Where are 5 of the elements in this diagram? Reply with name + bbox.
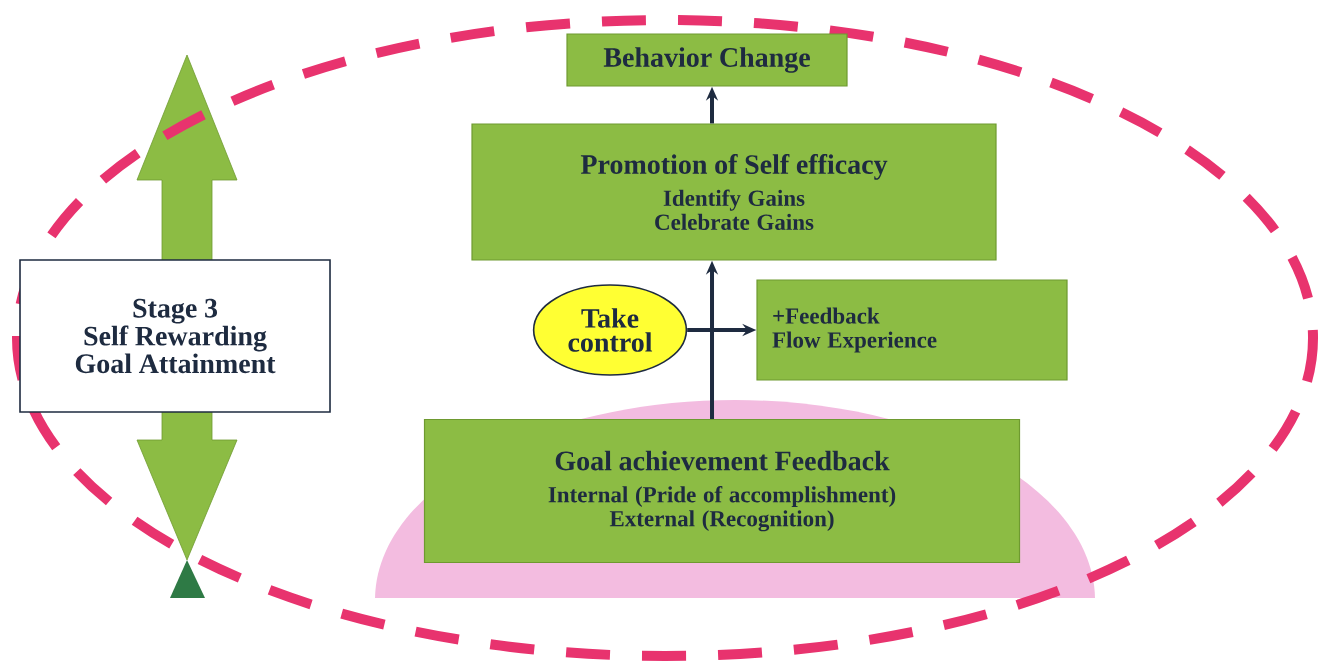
process-box: Goal achievement Feedback Internal (Pride of accomplishment) External (Recognition) — [423, 418, 1021, 564]
process-box: Promotion of Self efficacy Identify Gains Celebrate Gains — [471, 123, 997, 261]
process-box: Behavior Change — [566, 33, 848, 87]
process-box: +Feedback Flow Experience — [756, 279, 1068, 381]
stage-box: Stage 3 Self Rewarding Goal Attainment — [19, 259, 331, 413]
